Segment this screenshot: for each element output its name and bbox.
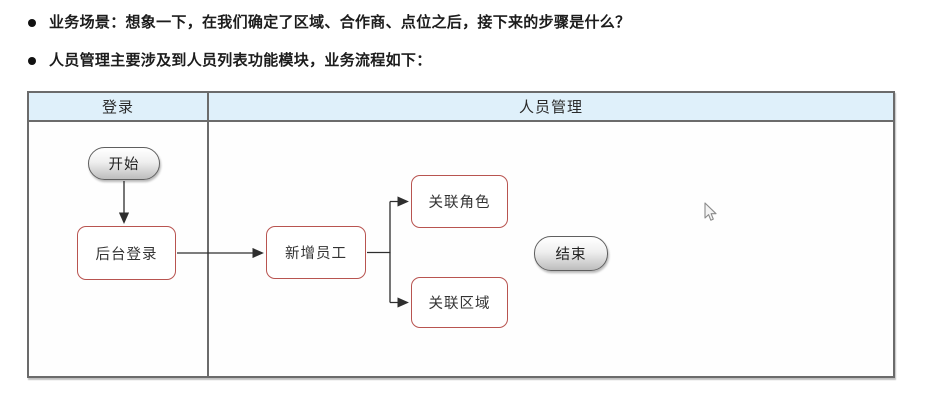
bullet-text: 业务场景：想象一下，在我们确定了区域、合作商、点位之后，接下来的步骤是什么？ — [49, 14, 631, 31]
intro-bullet-list: 业务场景：想象一下，在我们确定了区域、合作商、点位之后，接下来的步骤是什么？ 人… — [28, 12, 908, 88]
lane-personnel-management: 人员管理 — [209, 93, 893, 376]
flow-node-link-region: 关联区域 — [411, 277, 508, 328]
lane-header-login: 登录 — [29, 93, 207, 122]
flow-node-add-employee: 新增员工 — [266, 226, 366, 279]
bullet-text: 人员管理主要涉及到人员列表功能模块，业务流程如下： — [49, 52, 432, 69]
lane-login: 登录 — [29, 93, 209, 376]
bullet-item-business-scenario: 业务场景：想象一下，在我们确定了区域、合作商、点位之后，接下来的步骤是什么？ — [28, 12, 908, 33]
bullet-dot-icon — [28, 56, 36, 65]
bullet-item-personnel-module: 人员管理主要涉及到人员列表功能模块，业务流程如下： — [28, 50, 908, 71]
bullet-dot-icon — [28, 18, 36, 27]
lane-header-personnel-management: 人员管理 — [209, 93, 893, 122]
flow-node-end: 结束 — [534, 236, 608, 271]
flow-node-link-role: 关联角色 — [411, 175, 508, 228]
swimlane-diagram: 登录 人员管理 开始 后台登录 新增员工 关联角色 关联区域 结束 — [27, 91, 895, 378]
mouse-cursor-icon — [704, 202, 717, 221]
flow-node-start: 开始 — [88, 147, 160, 180]
flow-node-backend-login: 后台登录 — [77, 226, 176, 280]
